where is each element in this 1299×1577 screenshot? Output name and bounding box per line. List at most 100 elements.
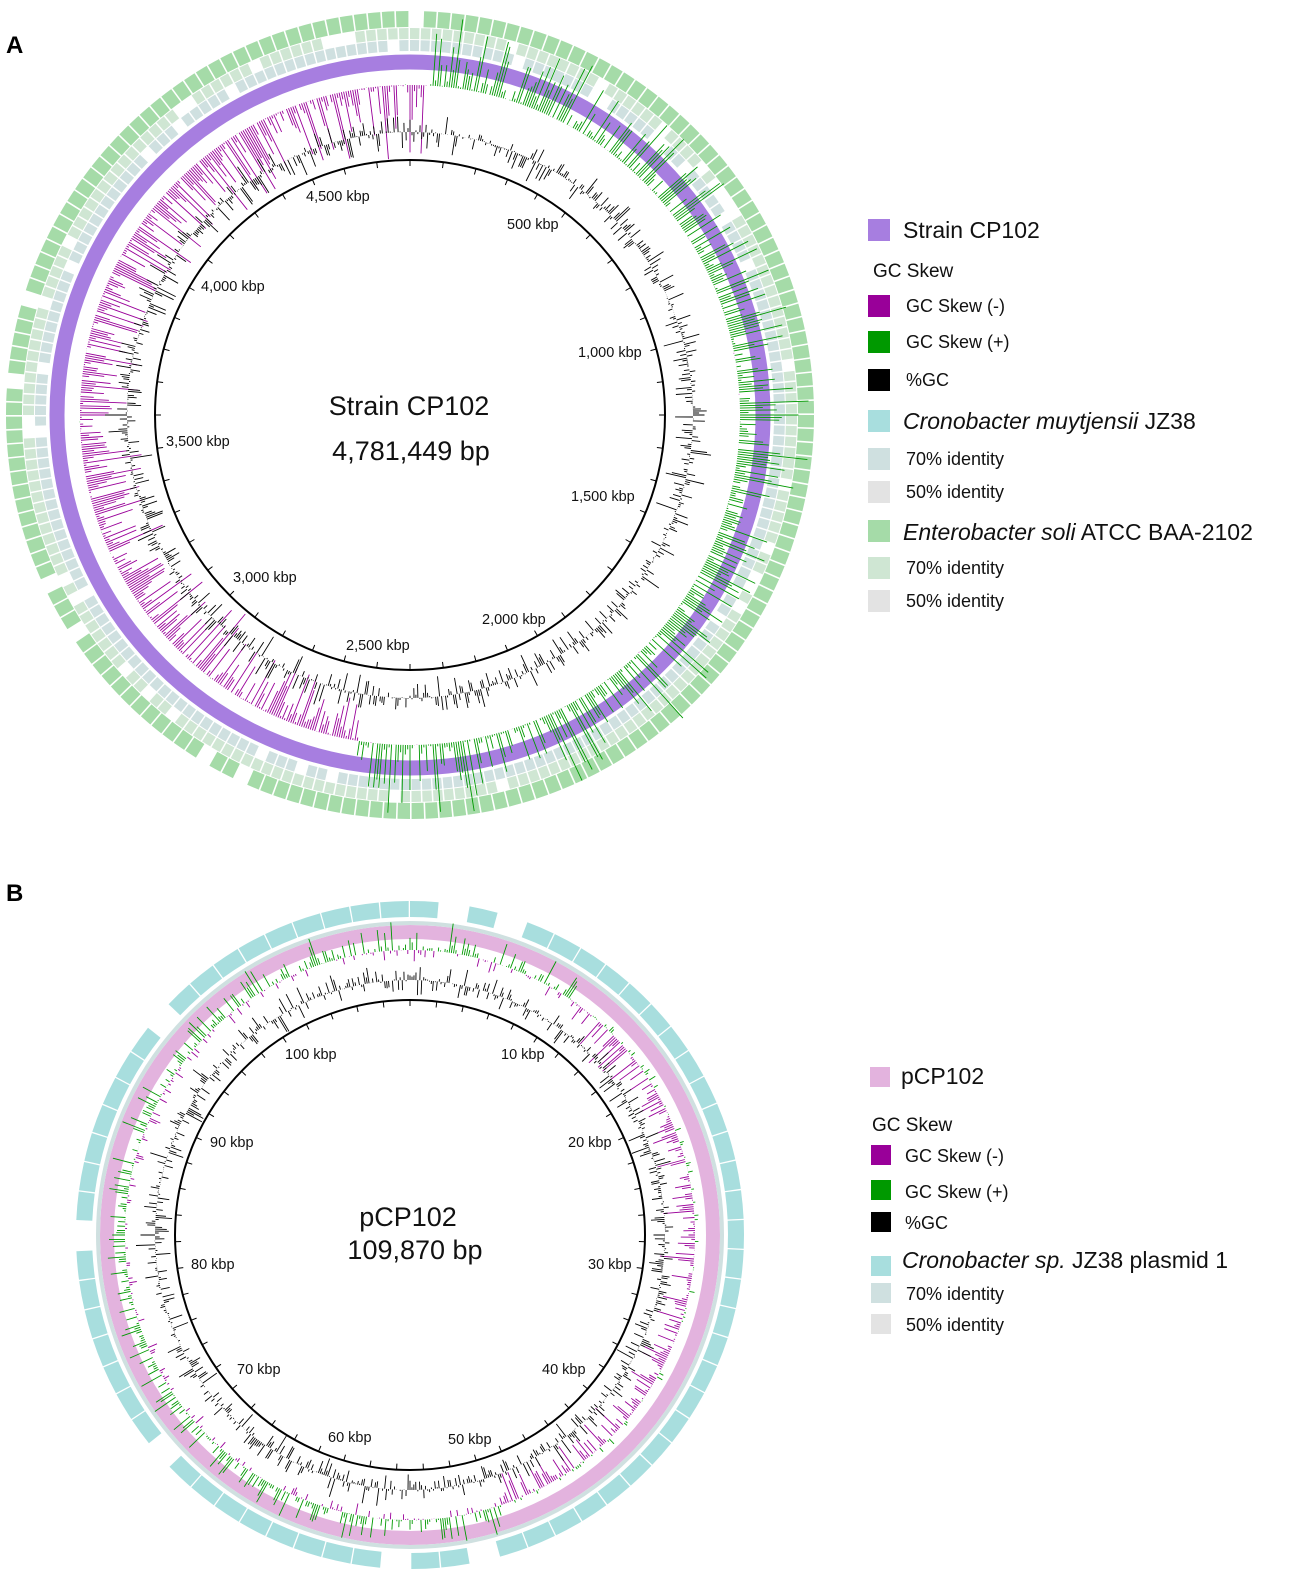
enterobacter-blast-ring [151,713,172,734]
cronobacter-blast-ring [411,778,421,790]
cronobacter-blast-ring [347,773,359,787]
enterobacter-70-ring [785,392,797,403]
tick-label-40-kbp: 40 kbp [542,1362,586,1378]
cronobacter-blast-ring [190,710,205,725]
tick-label-3500-kbp: 3,500 kbp [166,434,230,450]
enterobacter-blast-ring [36,561,56,580]
cronobacter-blast-ring [705,620,720,635]
cronobacter-blast-ring [731,240,746,254]
legend-cronobacter-label: Cronobacter muytjensii JZ38 [903,408,1196,434]
plasmid-ticks [175,1000,645,1470]
cronobacter-blast-ring [513,761,526,775]
enterobacter-blast-ring [140,704,161,725]
cronobacter-blast-ring [42,331,56,343]
cronobacter-blast-ring [773,415,786,425]
cronobacter-blast-ring [156,132,171,147]
cronobacter-blast-ring [571,736,585,751]
enterobacter-blast-ring [724,632,745,652]
enterobacter-70-ring [33,318,46,330]
enterobacter-blast-ring [367,12,382,30]
enterobacter-70-ring [715,627,730,642]
enterobacter-70-ring [782,457,795,469]
enterobacter-blast-ring [245,41,264,61]
enterobacter-blast-ring [8,457,26,472]
plasmid-circular-map: 10 kbp 20 kbp 30 kbp 40 kbp 50 kbp 60 kb… [76,900,745,1569]
enterobacter-70-ring [229,68,243,83]
enterobacter-70-ring [752,254,766,268]
cronobacter-blast-ring [756,517,770,530]
enterobacter-70-ring [165,109,180,124]
enterobacter-70-ring [354,30,366,43]
cronobacter-blast-ring [305,764,318,778]
plasmid-blast-ring [596,964,629,995]
plasmid-name: pCP102 [359,1202,457,1232]
cronobacter-blast-ring [119,170,134,185]
enterobacter-blast-ring [650,712,670,733]
cronobacter-blast-ring [685,169,700,184]
plasmid-blast-ring [213,949,246,978]
enterobacter-70-ring [495,38,507,51]
enterobacter-70-ring [639,108,654,123]
enterobacter-blast-ring [92,655,113,675]
cronobacter-blast-ring [770,361,783,373]
legend-cronobacter-70-identity: 70% identity [906,449,1004,469]
enterobacter-blast-ring [438,800,453,818]
enterobacter-blast-ring [797,400,814,414]
cronobacter-blast-ring [532,61,545,76]
enterobacter-blast-ring [411,802,425,819]
enterobacter-blast-ring [60,202,81,221]
cronobacter-blast-ring [40,342,53,353]
plasmid-blast-ring [702,1103,728,1136]
enterobacter-blast-ring [505,788,522,807]
cronobacter-blast-ring [88,213,103,227]
enterobacter-blast-ring [7,443,25,458]
cronobacter-blast-ring [452,775,464,788]
plasmid-blast-ring [116,1386,145,1419]
cronobacter-blast-ring [94,204,109,219]
cronobacter-blast-ring [101,621,116,636]
plasmid-blast-ring [168,984,200,1016]
enterobacter-70-ring [279,47,293,61]
enterobacter-blast-ring [26,536,46,554]
cronobacter-blast-ring [273,62,287,76]
legend-gc-skew-neg: GC Skew (-) [906,296,1005,316]
cronobacter-blast-ring [83,222,98,236]
cronobacter-blast-ring [752,289,767,302]
cronobacter-blast-ring [50,300,64,313]
cronobacter-blast-ring [199,716,214,731]
cronobacter-blast-ring [432,777,443,790]
enterobacter-blast-ring [592,58,611,79]
tick-label-30-kbp: 30 kbp [588,1257,632,1273]
enterobacter-70-ring [192,726,207,741]
enterobacter-blast-ring [752,225,773,244]
enterobacter-70-ring [365,29,377,42]
plasmid-blast-ring [702,1333,728,1365]
enterobacter-70-ring [291,773,305,787]
enterobacter-70-ring [784,436,797,447]
gc-skew-ring-a-neg [79,84,740,745]
cronobacter-blast-ring [198,100,212,115]
cronobacter-blast-ring [335,45,347,59]
enterobacter-blast-ring [797,415,814,428]
enterobacter-blast-ring [100,145,121,166]
chromosome-circular-map: 500 kbp 1,000 kbp 1,500 kbp 2,000 kbp 2,… [6,11,814,819]
cronobacter-blast-ring [615,105,630,120]
enterobacter-blast-ring [518,784,535,803]
enterobacter-blast-ring [492,791,508,810]
cronobacter-blast-ring [114,638,129,653]
enterobacter-blast-ring [326,17,342,36]
cronobacter-blast-ring [346,44,357,57]
legend-gc-skew-header: GC Skew [873,261,954,282]
legend-b-swatch-70 [871,1283,891,1303]
enterobacter-blast-ring [313,791,330,811]
enterobacter-70-ring [764,284,778,298]
enterobacter-70-ring [191,90,206,105]
enterobacter-70-ring [454,787,466,800]
enterobacter-blast-ring [355,799,370,817]
enterobacter-70-ring [768,520,782,534]
enterobacter-blast-ring [208,59,227,79]
enterobacter-70-ring [527,769,541,783]
enterobacter-70-ring [91,628,106,643]
enterobacter-70-ring [183,720,198,735]
cronobacter-blast-ring [113,178,128,193]
